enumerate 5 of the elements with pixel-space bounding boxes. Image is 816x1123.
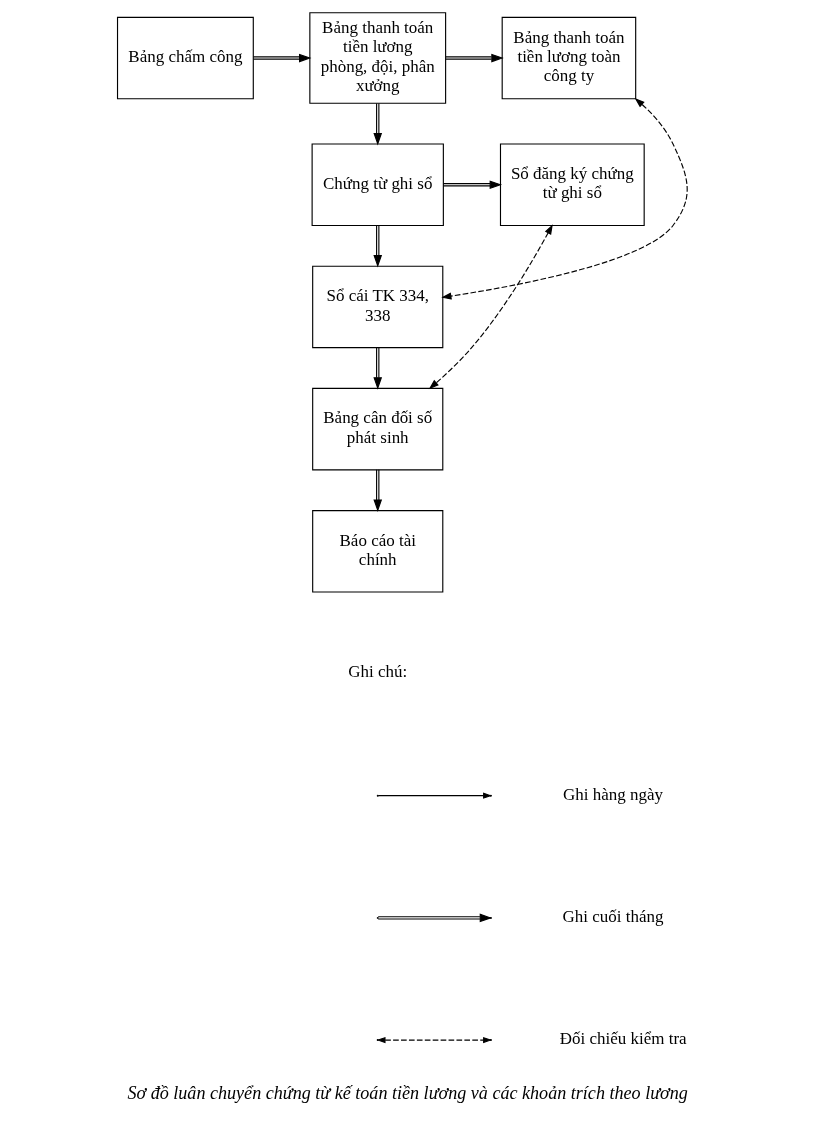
legend-label: Đối chiếu kiểm tra (559, 1029, 687, 1049)
legend-label: Ghi hàng ngày (563, 784, 664, 804)
label: Ghi chú: (348, 662, 408, 682)
legend-label: Ghi cuối tháng (562, 906, 664, 926)
caption: Sơ đồ luân chuyển chứng từ kế toán tiền lương và các khoản trích theo lương (127, 1082, 688, 1103)
